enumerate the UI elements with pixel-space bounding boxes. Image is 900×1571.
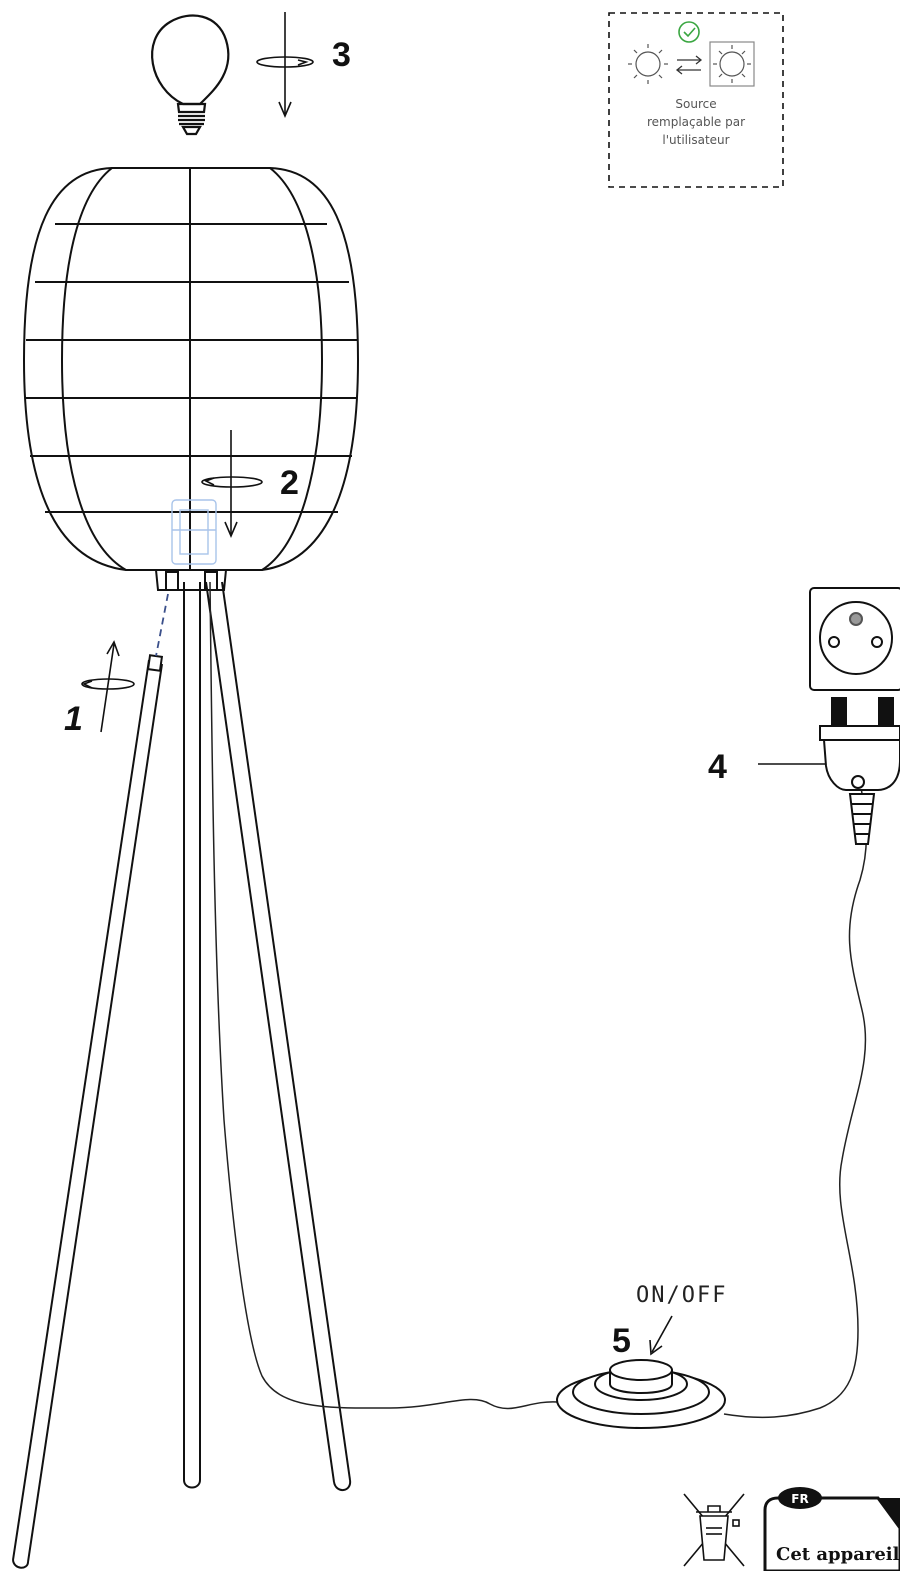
step-5-label: 5 [612, 1322, 631, 1360]
badge-line-3: l'utilisateur [662, 133, 729, 147]
badge-line-2: remplaçable par [647, 115, 745, 129]
tripod-legs [12, 581, 352, 1569]
power-cable [209, 581, 868, 1419]
swap-arrows-icon [675, 55, 703, 75]
step-4-label: 4 [708, 748, 727, 786]
assembly-guide-line [155, 593, 169, 657]
crossed-bin-icon [683, 1493, 745, 1567]
badge-line-1: Source [675, 97, 716, 111]
rotate-arrow-icon [256, 12, 314, 119]
light-bulb-icon [151, 14, 230, 136]
sun-icon [628, 44, 668, 84]
step-1-label: 1 [64, 700, 83, 738]
foot-switch [556, 1359, 726, 1429]
arrow-icon [649, 1315, 673, 1356]
step-2-label: 2 [280, 464, 299, 502]
leg-mount [154, 569, 228, 591]
rotate-arrow-icon [201, 430, 263, 539]
wall-socket-icon [809, 587, 900, 691]
recycling-notice-text: Cet appareil [776, 1544, 900, 1565]
check-circle-icon [678, 21, 700, 43]
on-off-label: ON/OFF [636, 1283, 727, 1308]
plug-icon [819, 697, 900, 845]
bulb-socket [171, 499, 217, 565]
recycling-notice: FR Cet appareil [763, 1487, 900, 1571]
sun-icon [709, 41, 755, 87]
country-code: FR [791, 1492, 808, 1506]
replaceable-source-badge: Source remplaçable par l'utilisateur [608, 12, 784, 188]
lamp-shade [22, 167, 360, 571]
rotate-arrow-icon [81, 640, 135, 733]
step-3-label: 3 [332, 36, 351, 74]
